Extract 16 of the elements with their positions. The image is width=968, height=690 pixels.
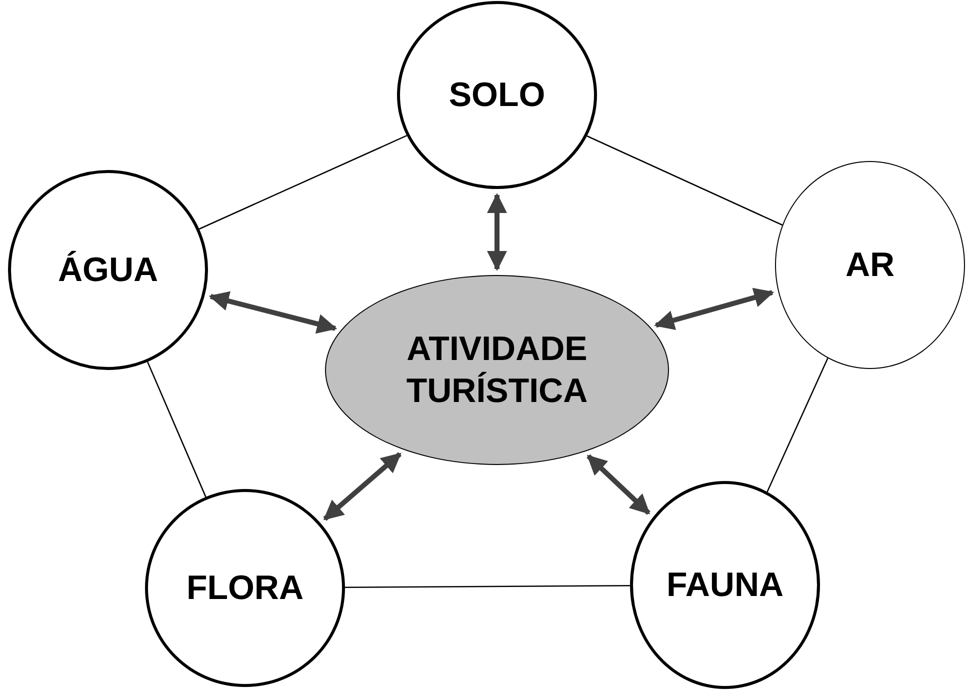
- double-arrow: [586, 454, 650, 515]
- double-arrow: [654, 288, 774, 330]
- connector-line: [586, 135, 783, 226]
- connector-line: [766, 358, 828, 492]
- connector-line: [198, 134, 408, 230]
- double-arrow: [323, 452, 402, 521]
- double-arrow: [487, 193, 507, 271]
- double-arrow: [208, 291, 338, 334]
- node-label: ATIVIDADE TURÍSTICA: [405, 328, 589, 412]
- node-label: FAUNA: [666, 564, 784, 606]
- node-label: ÁGUA: [58, 250, 158, 291]
- node-label: AR: [845, 244, 895, 286]
- connector-line: [146, 362, 206, 498]
- node-label: FLORA: [186, 568, 304, 609]
- node-label: SOLO: [448, 74, 546, 116]
- connector-line: [345, 584, 630, 588]
